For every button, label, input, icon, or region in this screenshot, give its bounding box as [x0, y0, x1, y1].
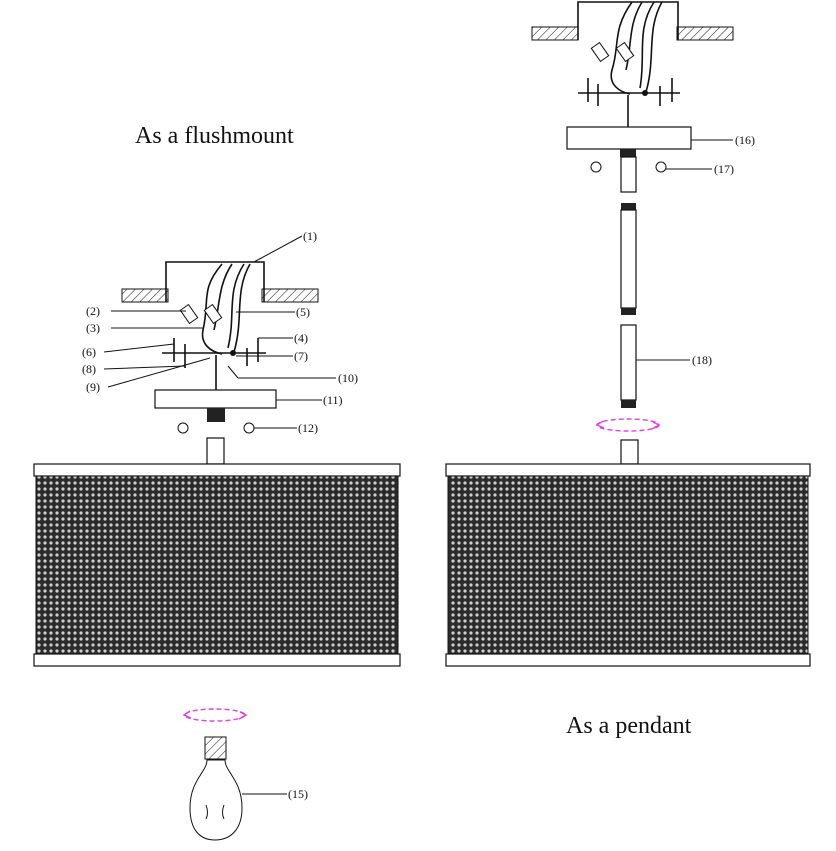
- part-label-5: (5): [296, 305, 310, 319]
- wire: [625, 1, 643, 71]
- ceiling-right-hatch: [261, 288, 319, 303]
- part-label-17: (17): [714, 162, 734, 176]
- arrowhead: [595, 420, 605, 429]
- ground-screw: [230, 350, 236, 356]
- stem-nut: [620, 149, 636, 157]
- cap-nut: [655, 161, 667, 173]
- cap-nut: [243, 422, 255, 434]
- shade-bottom-rim: [445, 653, 811, 667]
- part-label-4: (4): [294, 331, 308, 345]
- wire: [645, 1, 663, 93]
- wire-nut: [615, 41, 635, 63]
- wire: [639, 1, 655, 89]
- socket-stub: [206, 437, 225, 465]
- pendant-title: As a pendant: [566, 713, 692, 739]
- arrowhead: [182, 710, 192, 719]
- leader-line: [107, 357, 211, 388]
- junction-box: [165, 261, 265, 302]
- shade-mesh: [447, 475, 809, 655]
- part-label-3: (3): [86, 321, 100, 335]
- wire: [610, 1, 633, 95]
- wire-nut: [179, 303, 199, 325]
- pendant-assembly: [445, 1, 811, 667]
- flushmount-callouts: (1) (2) (3) (5) (4) (6) (8) (7) (9) (10)…: [82, 229, 358, 801]
- flushmount-assembly: [33, 261, 401, 841]
- flushmount-title: As a flushmount: [135, 123, 294, 149]
- rod-thread: [621, 400, 636, 408]
- arrowhead: [651, 421, 661, 430]
- junction-box: [577, 1, 679, 40]
- part-label-12: (12): [298, 421, 318, 435]
- leader-line: [103, 365, 186, 370]
- wire: [233, 263, 251, 353]
- socket-stub: [620, 439, 639, 465]
- stem-rod: [620, 324, 637, 401]
- rotation-arrow-icon: [184, 708, 246, 722]
- shade-top-rim: [33, 463, 401, 477]
- rotation-arrow-icon: [596, 418, 660, 432]
- part-label-1: (1): [303, 229, 317, 243]
- canopy-threaded-nut: [207, 408, 225, 422]
- canopy: [566, 126, 692, 150]
- leader-line: [253, 235, 303, 263]
- part-label-10: (10): [338, 371, 358, 385]
- wire: [227, 263, 245, 349]
- ceiling-left-hatch: [531, 26, 579, 41]
- ceiling-right-hatch: [676, 26, 734, 41]
- rod-thread: [621, 308, 636, 315]
- part-label-6: (6): [82, 345, 96, 359]
- pendant-callouts: (16) (17) (18): [636, 133, 755, 367]
- wire: [213, 263, 233, 331]
- part-label-18: (18): [692, 353, 712, 367]
- ground-screw: [642, 90, 648, 96]
- canopy: [154, 389, 277, 409]
- leader-line: [227, 365, 239, 379]
- cap-nut: [590, 161, 602, 173]
- part-label-2: (2): [86, 304, 100, 318]
- part-label-16: (16): [735, 133, 755, 147]
- part-label-9: (9): [86, 380, 100, 394]
- wire-nut: [590, 41, 610, 63]
- ceiling-left-hatch: [121, 288, 169, 303]
- shade-top-rim: [445, 463, 811, 477]
- part-label-11: (11): [323, 393, 343, 407]
- wire-nut: [203, 303, 223, 325]
- cap-nut: [177, 422, 189, 434]
- light-bulb-icon: [189, 736, 243, 841]
- arrowhead: [238, 711, 248, 720]
- extension-rod: [620, 209, 637, 309]
- leader-line: [103, 343, 175, 353]
- part-label-8: (8): [82, 362, 96, 376]
- shade-mesh: [35, 475, 399, 655]
- part-label-15: (15): [288, 787, 308, 801]
- shade-bottom-rim: [33, 653, 401, 667]
- rod-thread: [621, 203, 636, 210]
- part-label-7: (7): [294, 349, 308, 363]
- wire: [201, 263, 223, 355]
- stem-top: [620, 156, 637, 193]
